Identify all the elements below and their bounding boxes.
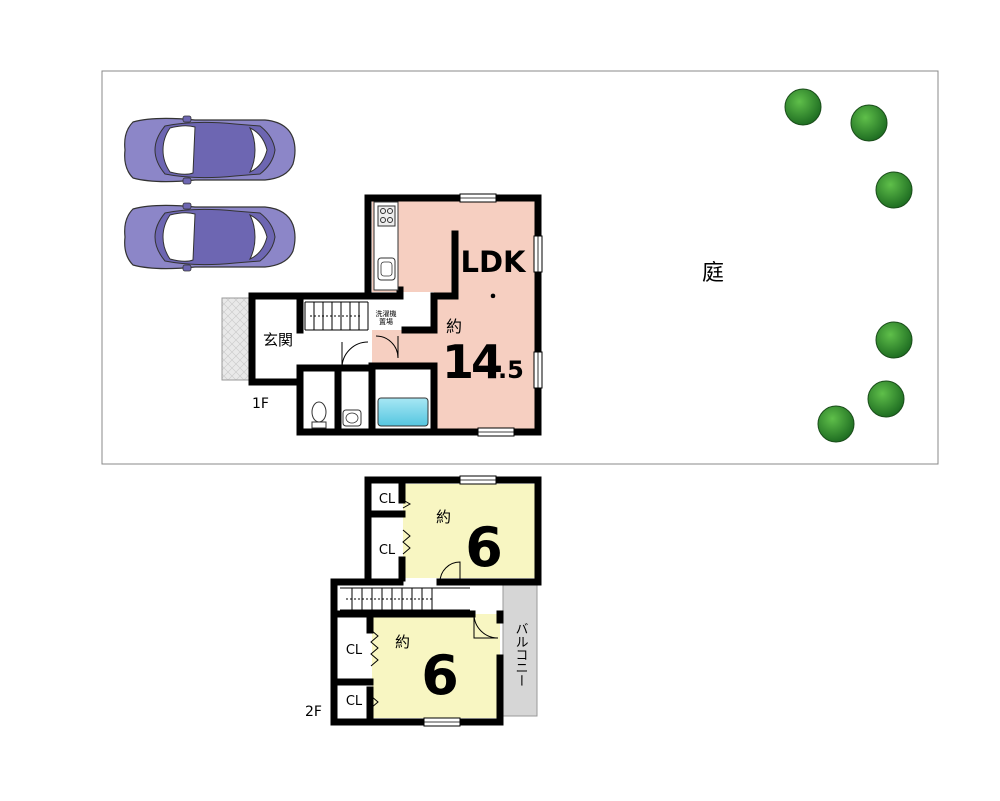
tree-icon xyxy=(867,380,905,418)
ldk-size-decimal: .5 xyxy=(498,356,524,384)
toilet-icon xyxy=(311,401,327,423)
laundry-label-1: 洗濯機 xyxy=(376,309,397,318)
floor2-walls xyxy=(330,476,542,726)
tree-icon xyxy=(817,405,855,443)
ldk-approx: 約 xyxy=(446,317,462,336)
closet-label: CL xyxy=(379,543,396,558)
sink-icon xyxy=(377,257,396,281)
ldk-title: LDK xyxy=(460,245,527,279)
bedroom-a-approx: 約 xyxy=(436,508,451,526)
ldk-dot: ・ xyxy=(484,287,502,308)
closet-label: CL xyxy=(346,643,363,658)
car-icon xyxy=(124,115,296,185)
tree-icon xyxy=(875,171,913,209)
yard-label: 庭 xyxy=(702,261,724,286)
balcony-label: バルコニー xyxy=(513,622,529,687)
genkan-label: 玄関 xyxy=(263,331,293,349)
genkan-floor xyxy=(255,300,300,378)
washbasin-icon xyxy=(342,409,362,427)
stove-icon xyxy=(377,205,396,227)
entrance-porch xyxy=(221,297,253,381)
floor2-label: 2F xyxy=(305,704,322,720)
closet-label: CL xyxy=(346,694,363,709)
bathtub xyxy=(377,397,429,427)
balcony xyxy=(502,583,538,717)
floor1-label: 1F xyxy=(252,396,269,412)
bedroom-b xyxy=(372,614,500,718)
tree-icon xyxy=(850,104,888,142)
bedroom-a-size: 6 xyxy=(465,516,503,579)
bedroom-a xyxy=(403,484,537,578)
laundry-label-2: 置場 xyxy=(379,317,393,326)
bedroom-b-approx: 約 xyxy=(395,633,410,651)
car-icon xyxy=(124,202,296,272)
tree-icon xyxy=(875,321,913,359)
ldk-size-number: 14 xyxy=(442,335,501,389)
closet-label: CL xyxy=(379,492,396,507)
tree-icon xyxy=(784,88,822,126)
bedroom-b-size: 6 xyxy=(421,644,459,707)
